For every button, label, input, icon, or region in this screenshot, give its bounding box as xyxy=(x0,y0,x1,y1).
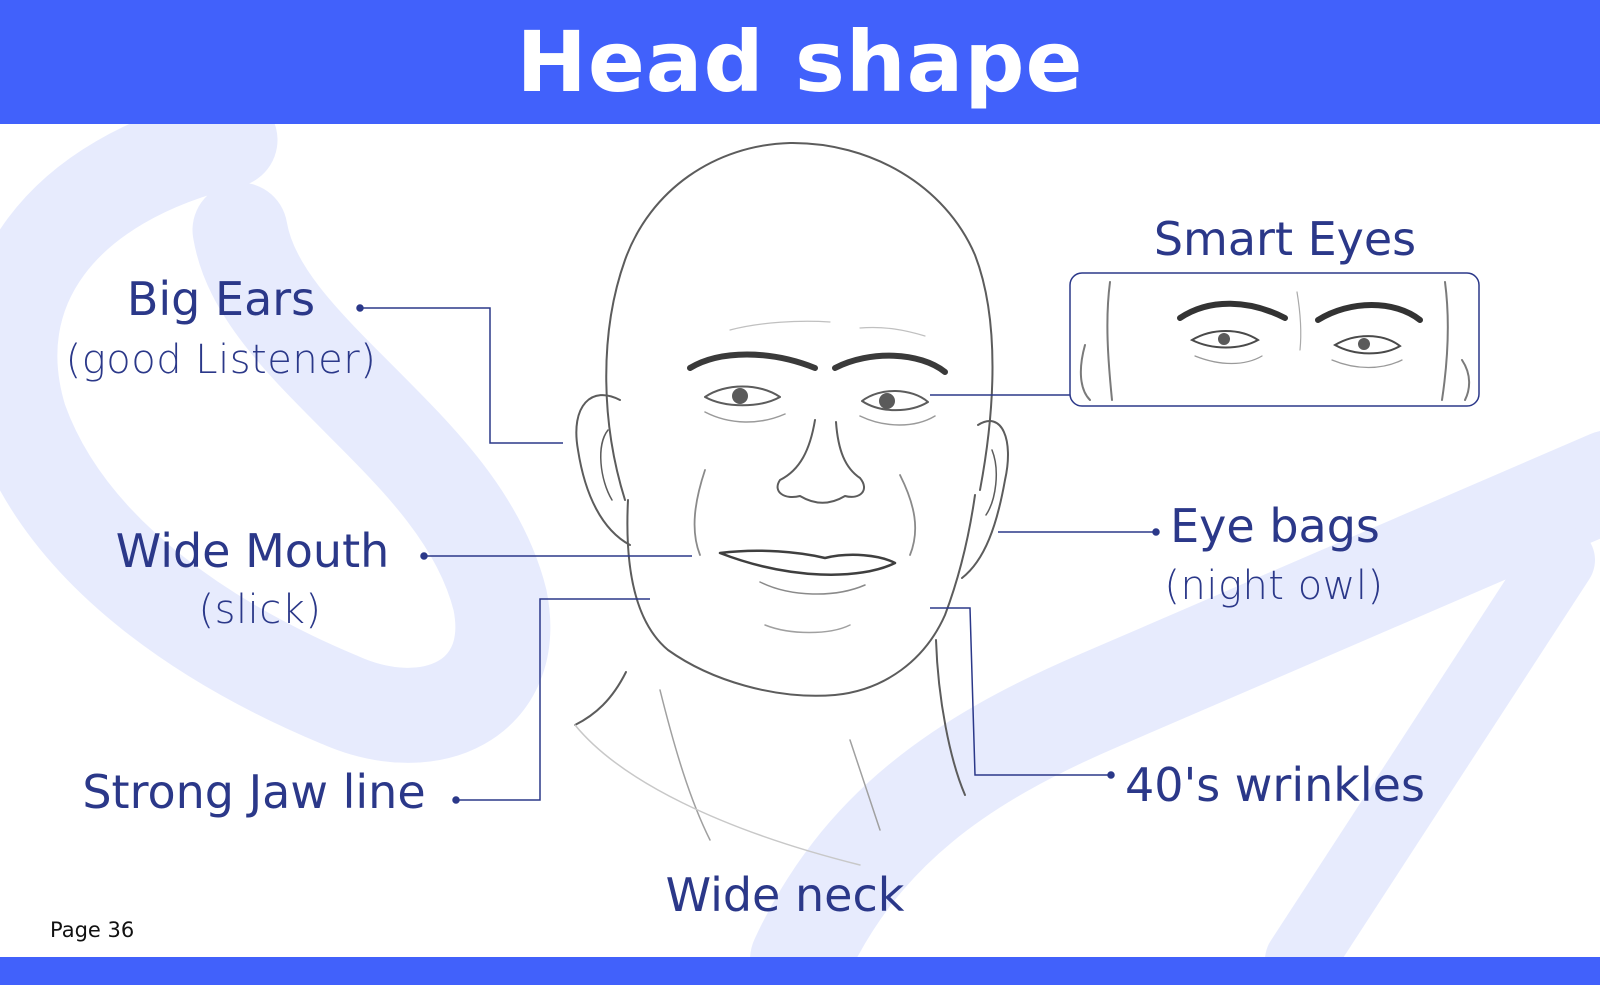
left-eyebrow xyxy=(687,351,818,371)
neck-left xyxy=(574,671,627,726)
label-eye-bags-note: (night owl) xyxy=(1164,563,1384,609)
mouth xyxy=(718,549,897,576)
neck-right xyxy=(935,639,966,796)
label-smart-eyes: Smart Eyes xyxy=(1153,212,1417,266)
label-wide-mouth-note: (slick) xyxy=(198,587,322,633)
label-eye-bags: Eye bags xyxy=(1170,499,1380,553)
watermark-slash-shape xyxy=(1265,525,1595,957)
label-big-ears-note: (good Listener) xyxy=(65,337,377,383)
right-eye-outline xyxy=(861,390,929,412)
right-ear xyxy=(961,420,1009,579)
smart-eyes-inset-box xyxy=(1069,272,1480,407)
watermark-background xyxy=(0,124,1600,957)
smart-eyes-inset-drawing xyxy=(1079,281,1471,401)
jaw-line xyxy=(626,494,976,697)
right-iris xyxy=(879,393,895,409)
label-big-ears: Big Ears xyxy=(126,272,316,326)
left-eye-outline xyxy=(704,385,781,407)
footer-bar xyxy=(0,957,1600,985)
head-outline xyxy=(605,141,994,501)
nose xyxy=(776,419,865,504)
page-number: Page 36 xyxy=(50,918,135,942)
title-banner: Head shape xyxy=(0,0,1600,124)
label-strong-jaw: Strong Jaw line xyxy=(82,765,426,819)
right-eyebrow xyxy=(832,352,948,375)
label-wrinkles: 40's wrinkles xyxy=(1125,758,1425,812)
callout-strong-jaw xyxy=(458,598,650,801)
left-ear xyxy=(575,394,631,546)
callout-wrinkles xyxy=(930,607,1109,776)
page-title: Head shape xyxy=(516,13,1084,111)
watermark-loop-shape xyxy=(0,124,551,763)
watermark-band-shape xyxy=(750,431,1600,957)
label-wide-neck: Wide neck xyxy=(665,868,905,922)
label-wide-mouth: Wide Mouth xyxy=(115,524,390,578)
left-iris xyxy=(732,388,748,404)
callout-big-ears xyxy=(362,307,563,444)
